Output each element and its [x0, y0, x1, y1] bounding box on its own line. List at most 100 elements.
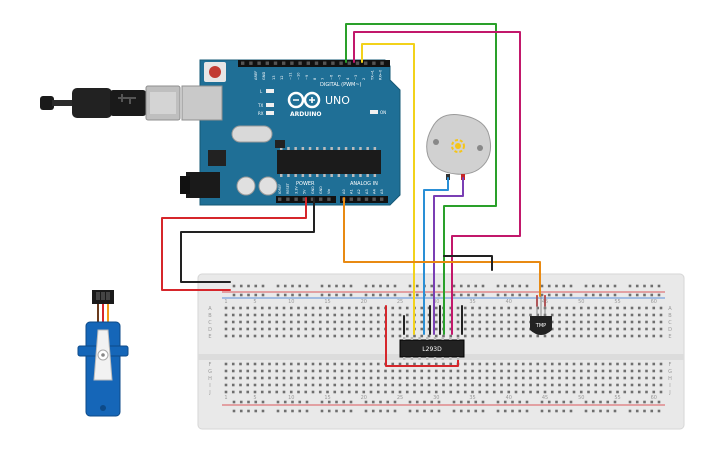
breadboard-hole[interactable]	[521, 390, 525, 394]
breadboard-hole[interactable]	[246, 362, 250, 366]
breadboard-hole[interactable]	[558, 383, 561, 387]
breadboard-hole[interactable]	[304, 306, 308, 310]
breadboard-hole[interactable]	[333, 362, 337, 366]
breadboard-hole[interactable]	[630, 369, 634, 373]
breadboard-hole[interactable]	[478, 362, 482, 366]
breadboard-hole[interactable]	[268, 362, 271, 366]
breadboard-hole[interactable]	[543, 376, 547, 380]
breadboard-hole[interactable]	[289, 383, 293, 387]
breadboard-hole[interactable]	[398, 369, 402, 373]
breadboard-hole[interactable]	[420, 383, 424, 387]
power-analog-header-pins[interactable]	[278, 197, 384, 201]
breadboard-rail-hole[interactable]	[291, 284, 294, 288]
power-pin-socket[interactable]	[302, 197, 306, 201]
breadboard-hole[interactable]	[616, 313, 619, 317]
breadboard-hole[interactable]	[587, 383, 590, 387]
breadboard-rail-hole[interactable]	[599, 409, 602, 413]
breadboard-hole[interactable]	[572, 306, 576, 310]
breadboard-hole[interactable]	[500, 320, 503, 324]
breadboard-hole[interactable]	[565, 306, 569, 310]
breadboard-hole[interactable]	[587, 390, 590, 394]
breadboard-rail-hole[interactable]	[452, 284, 456, 288]
breadboard-hole[interactable]	[587, 327, 590, 331]
breadboard-rail-hole[interactable]	[547, 409, 551, 413]
breadboard-hole[interactable]	[260, 383, 264, 387]
breadboard-rail-hole[interactable]	[599, 284, 602, 288]
breadboard-rail-hole[interactable]	[298, 400, 302, 404]
breadboard-rail-hole[interactable]	[459, 409, 463, 413]
breadboard-hole[interactable]	[282, 390, 286, 394]
breadboard-hole[interactable]	[572, 327, 576, 331]
breadboard-hole[interactable]	[659, 369, 663, 373]
breadboard-hole[interactable]	[594, 313, 598, 317]
breadboard-hole[interactable]	[630, 390, 634, 394]
breadboard-hole[interactable]	[579, 306, 583, 310]
breadboard-hole[interactable]	[536, 369, 540, 373]
breadboard-rail-hole[interactable]	[327, 293, 331, 297]
breadboard-hole[interactable]	[463, 376, 467, 380]
breadboard-hole[interactable]	[434, 383, 438, 387]
breadboard-rail-hole[interactable]	[635, 400, 639, 404]
breadboard-hole[interactable]	[565, 362, 569, 366]
breadboard-hole[interactable]	[224, 327, 228, 331]
breadboard-hole[interactable]	[507, 334, 511, 338]
digital-pin-socket[interactable]	[314, 61, 319, 65]
breadboard-hole[interactable]	[536, 390, 540, 394]
breadboard-hole[interactable]	[275, 376, 279, 380]
breadboard-hole[interactable]	[572, 313, 576, 317]
servo-motor[interactable]	[77, 290, 129, 417]
breadboard-hole[interactable]	[340, 313, 344, 317]
breadboard-hole[interactable]	[572, 320, 576, 324]
wire-chip-red-loop[interactable]	[385, 305, 459, 367]
breadboard-hole[interactable]	[471, 390, 474, 394]
breadboard-hole[interactable]	[224, 369, 228, 373]
breadboard-hole[interactable]	[420, 362, 424, 366]
breadboard-rail-hole[interactable]	[342, 293, 346, 297]
breadboard-hole[interactable]	[260, 327, 264, 331]
digital-pin-socket[interactable]	[249, 61, 253, 65]
breadboard-rail-hole[interactable]	[525, 284, 529, 288]
wire-pin-magenta[interactable]	[353, 31, 521, 335]
breadboard-rail-hole[interactable]	[525, 400, 529, 404]
breadboard-hole[interactable]	[514, 376, 518, 380]
power-pin-socket[interactable]	[278, 197, 282, 201]
breadboard-rail-hole[interactable]	[643, 293, 646, 297]
breadboard-hole[interactable]	[478, 390, 482, 394]
breadboard-hole[interactable]	[529, 390, 532, 394]
digital-pin-socket[interactable]	[331, 61, 335, 65]
breadboard-hole[interactable]	[449, 327, 453, 331]
usb-b-port[interactable]	[181, 85, 223, 121]
breadboard-hole[interactable]	[645, 390, 648, 394]
breadboard-hole[interactable]	[572, 334, 576, 338]
breadboard-hole[interactable]	[521, 369, 525, 373]
breadboard-hole[interactable]	[601, 306, 605, 310]
breadboard-rail-hole[interactable]	[584, 409, 588, 413]
breadboard-hole[interactable]	[355, 376, 358, 380]
breadboard-hole[interactable]	[616, 369, 619, 373]
breadboard-hole[interactable]	[427, 362, 431, 366]
wire-motor-purple[interactable]	[433, 177, 464, 335]
breadboard-hole[interactable]	[449, 369, 453, 373]
power-jack[interactable]	[186, 172, 220, 198]
breadboard-rail-hole[interactable]	[423, 409, 426, 413]
breadboard-hole[interactable]	[384, 369, 387, 373]
breadboard-rail-hole[interactable]	[393, 400, 397, 404]
breadboard-hole[interactable]	[529, 362, 532, 366]
breadboard-hole[interactable]	[239, 334, 242, 338]
power-pin-socket[interactable]	[294, 197, 298, 201]
breadboard-rail-hole[interactable]	[276, 293, 280, 297]
breadboard-hole[interactable]	[289, 334, 293, 338]
breadboard-hole[interactable]	[282, 369, 286, 373]
breadboard-rail-hole[interactable]	[423, 400, 426, 404]
breadboard-hole[interactable]	[652, 334, 656, 338]
digital-pin-socket[interactable]	[372, 61, 376, 65]
breadboard-hole[interactable]	[260, 362, 264, 366]
breadboard-hole[interactable]	[478, 306, 482, 310]
breadboard-hole[interactable]	[326, 383, 329, 387]
breadboard-rail-hole[interactable]	[503, 409, 507, 413]
breadboard-rail-hole[interactable]	[276, 284, 280, 288]
breadboard-rail-hole[interactable]	[503, 400, 507, 404]
breadboard-hole[interactable]	[507, 320, 511, 324]
usb-cable[interactable]	[40, 85, 181, 121]
breadboard-hole[interactable]	[492, 334, 496, 338]
